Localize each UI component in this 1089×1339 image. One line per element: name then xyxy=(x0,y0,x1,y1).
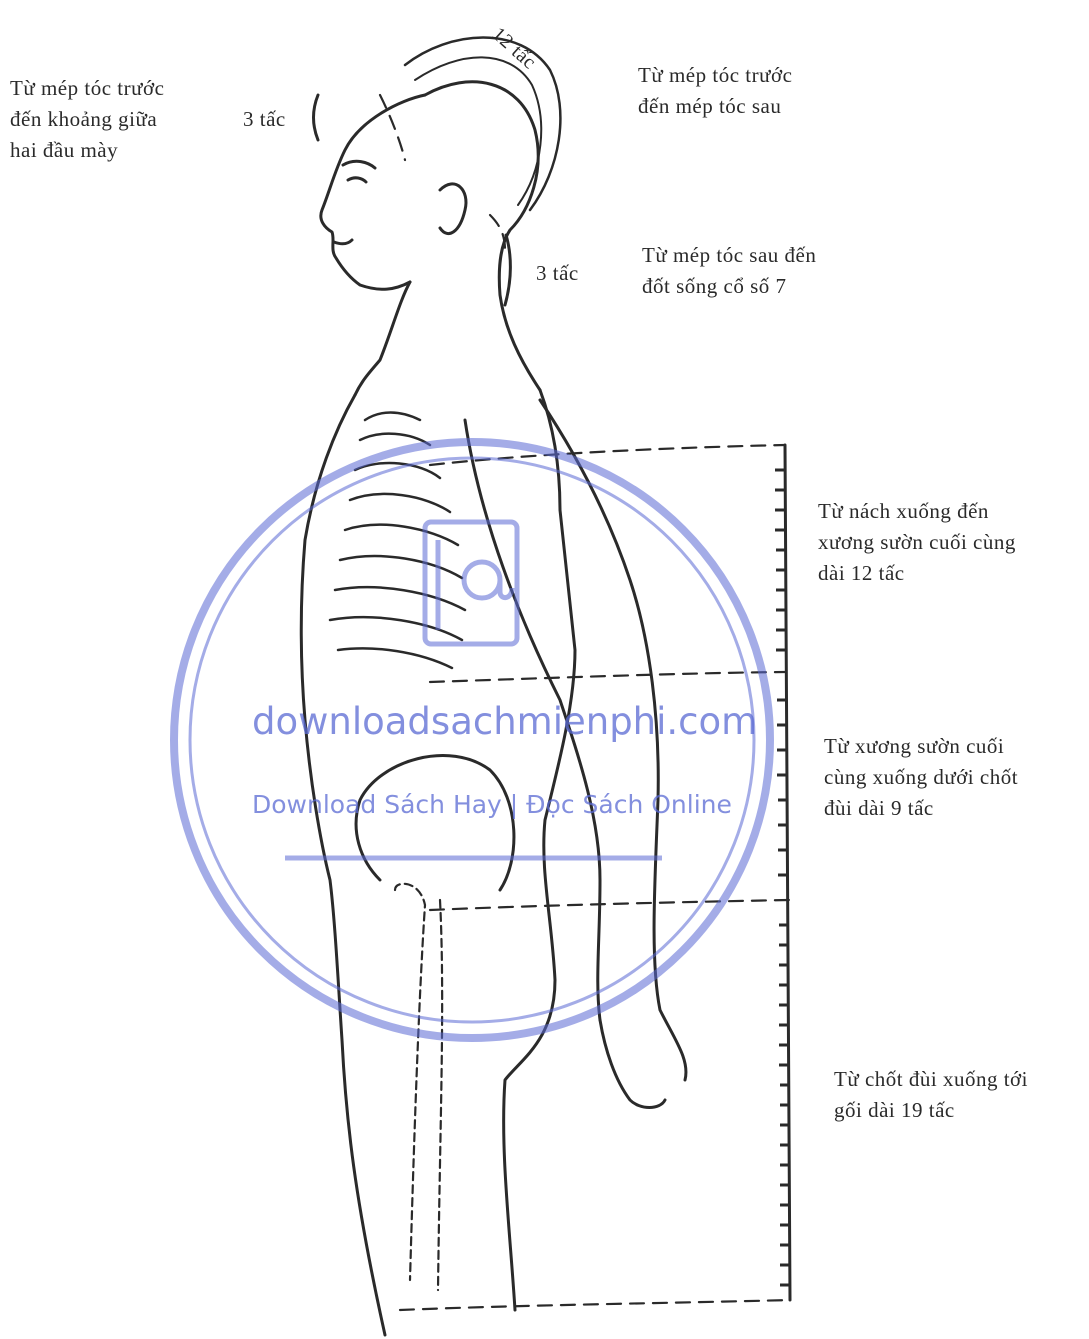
pelvis xyxy=(356,756,514,890)
label-head-front-value: 3 tấc xyxy=(243,104,286,135)
label-neck: Từ mép tóc sau đến đốt sống cổ số 7 xyxy=(642,240,816,302)
mouth xyxy=(334,240,352,244)
guide-hip xyxy=(430,900,790,910)
watermark-tagline: Download Sách Hay | Đọc Sách Online xyxy=(252,790,732,819)
femur xyxy=(395,884,442,1290)
neck-front xyxy=(355,282,410,395)
ear xyxy=(440,184,466,234)
skull-back xyxy=(425,82,540,390)
head-outline xyxy=(321,95,425,289)
label-rib-hip: Từ xương sườn cuối cùng xuống dưới chốt … xyxy=(824,731,1018,824)
hand xyxy=(600,1020,665,1108)
scale-line xyxy=(785,445,790,1300)
guide-armpit xyxy=(430,445,785,465)
brow xyxy=(343,161,375,168)
front-bracket xyxy=(314,95,319,140)
guide-brow xyxy=(380,95,405,160)
guide-knee xyxy=(400,1300,790,1310)
watermark-site: downloadsachmienphi.com xyxy=(252,700,757,743)
label-head-front: Từ mép tóc trước đến khoảng giữa hai đầu… xyxy=(10,73,164,166)
head-arc-inner xyxy=(415,57,541,205)
label-hip-knee: Từ chốt đùi xuống tới gối dài 19 tấc xyxy=(834,1064,1028,1126)
book-at-icon xyxy=(425,522,517,644)
eye xyxy=(348,178,366,182)
head-arc-scale xyxy=(405,38,560,211)
label-head-arc: Từ mép tóc trước đến mép tóc sau xyxy=(638,60,792,122)
front-torso xyxy=(301,395,385,1335)
label-neck-value: 3 tấc xyxy=(536,258,579,289)
label-armpit-rib: Từ nách xuống đến xương sườn cuối cùng d… xyxy=(818,496,1016,589)
guide-rib xyxy=(430,672,785,682)
